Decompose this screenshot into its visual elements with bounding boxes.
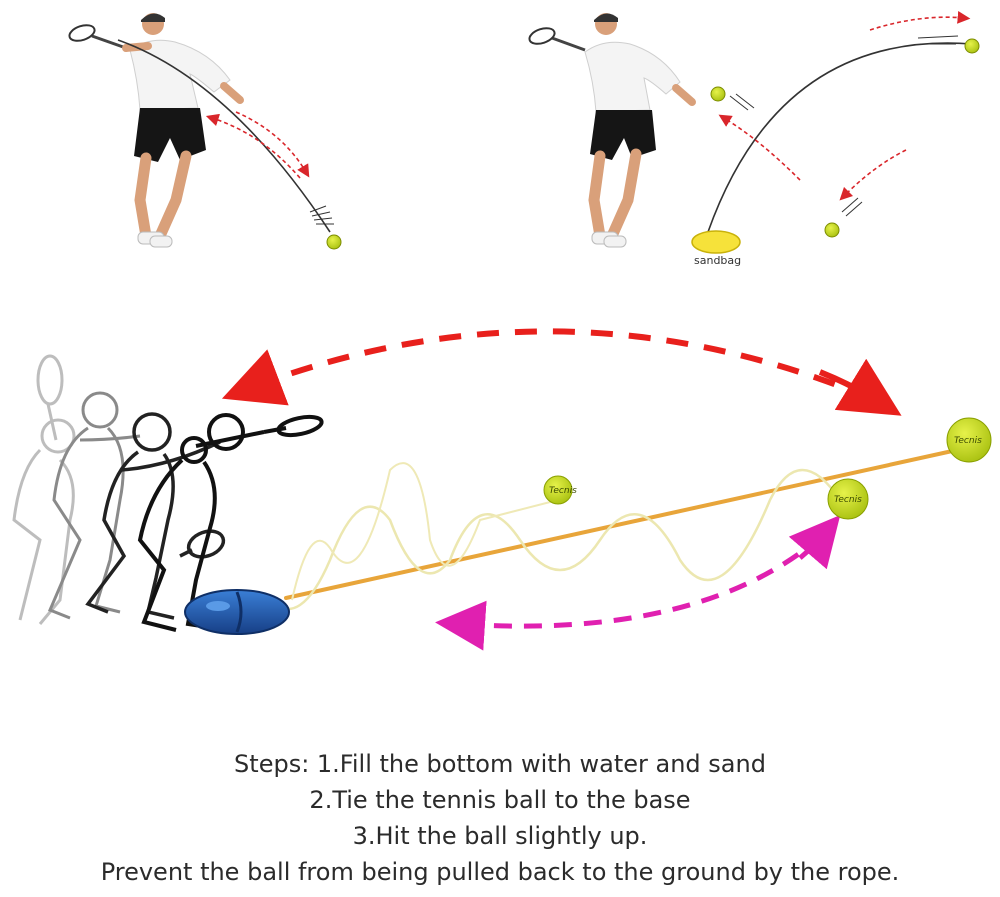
red-dash-arrow-low xyxy=(839,149,907,201)
player-sketch-frame-1 xyxy=(12,354,76,625)
training-base xyxy=(184,589,290,635)
rope xyxy=(284,446,968,600)
instruction-line-2: 2.Tie the tennis ball to the base xyxy=(309,786,691,814)
ball-brand-label: Tecnis xyxy=(549,486,577,496)
sandbag-label: sandbag xyxy=(694,254,741,267)
top-right-panel: sandbag xyxy=(528,11,980,267)
instruction-line-3: 3.Hit the ball slightly up. xyxy=(352,822,648,850)
magenta-dashed-return-arrow xyxy=(435,534,824,651)
motion-lines xyxy=(309,205,334,225)
sandbag-icon xyxy=(691,230,741,254)
ball-brand-label: Tecnis xyxy=(834,495,862,505)
main-diagram: Tecnis Tecnis Tecnis xyxy=(12,328,992,651)
racket-icon xyxy=(263,426,287,434)
red-return-arrow xyxy=(205,113,301,179)
elastic-string-2 xyxy=(291,462,559,601)
tennis-ball-icon xyxy=(964,38,980,54)
tennis-ball-small: Tecnis xyxy=(543,475,577,505)
tennis-ball-icon xyxy=(824,222,840,238)
red-dash-arrow-top xyxy=(869,11,971,31)
elastic-string xyxy=(269,468,842,611)
instruction-line-4: Prevent the ball from being pulled back … xyxy=(100,858,900,886)
red-dashed-arc-arrow xyxy=(221,328,872,406)
player-sketch-frame-4 xyxy=(137,413,324,632)
tennis-ball-medium: Tecnis xyxy=(827,478,869,520)
player-photo-2 xyxy=(528,13,696,248)
red-dash-arrow-mid xyxy=(718,114,801,181)
red-out-arrow xyxy=(235,111,310,178)
magenta-arrow-up-head xyxy=(788,515,841,570)
tennis-ball-large: Tecnis xyxy=(946,417,992,463)
motion-lines-2 xyxy=(729,35,959,217)
ball-brand-label: Tecnis xyxy=(954,436,982,446)
tennis-ball-icon xyxy=(710,86,726,102)
top-left-panel xyxy=(68,13,342,250)
instruction-line-1: Steps: 1.Fill the bottom with water and … xyxy=(234,750,766,778)
ball-flight-arc xyxy=(707,42,973,233)
player-photo-1 xyxy=(68,13,244,248)
player-sketch-frame-2 xyxy=(48,391,141,620)
red-arc-start-head xyxy=(818,358,902,416)
swing-rope-arc xyxy=(117,39,331,233)
tennis-ball-icon xyxy=(326,234,342,250)
player-sketch-frame-3 xyxy=(85,412,226,620)
